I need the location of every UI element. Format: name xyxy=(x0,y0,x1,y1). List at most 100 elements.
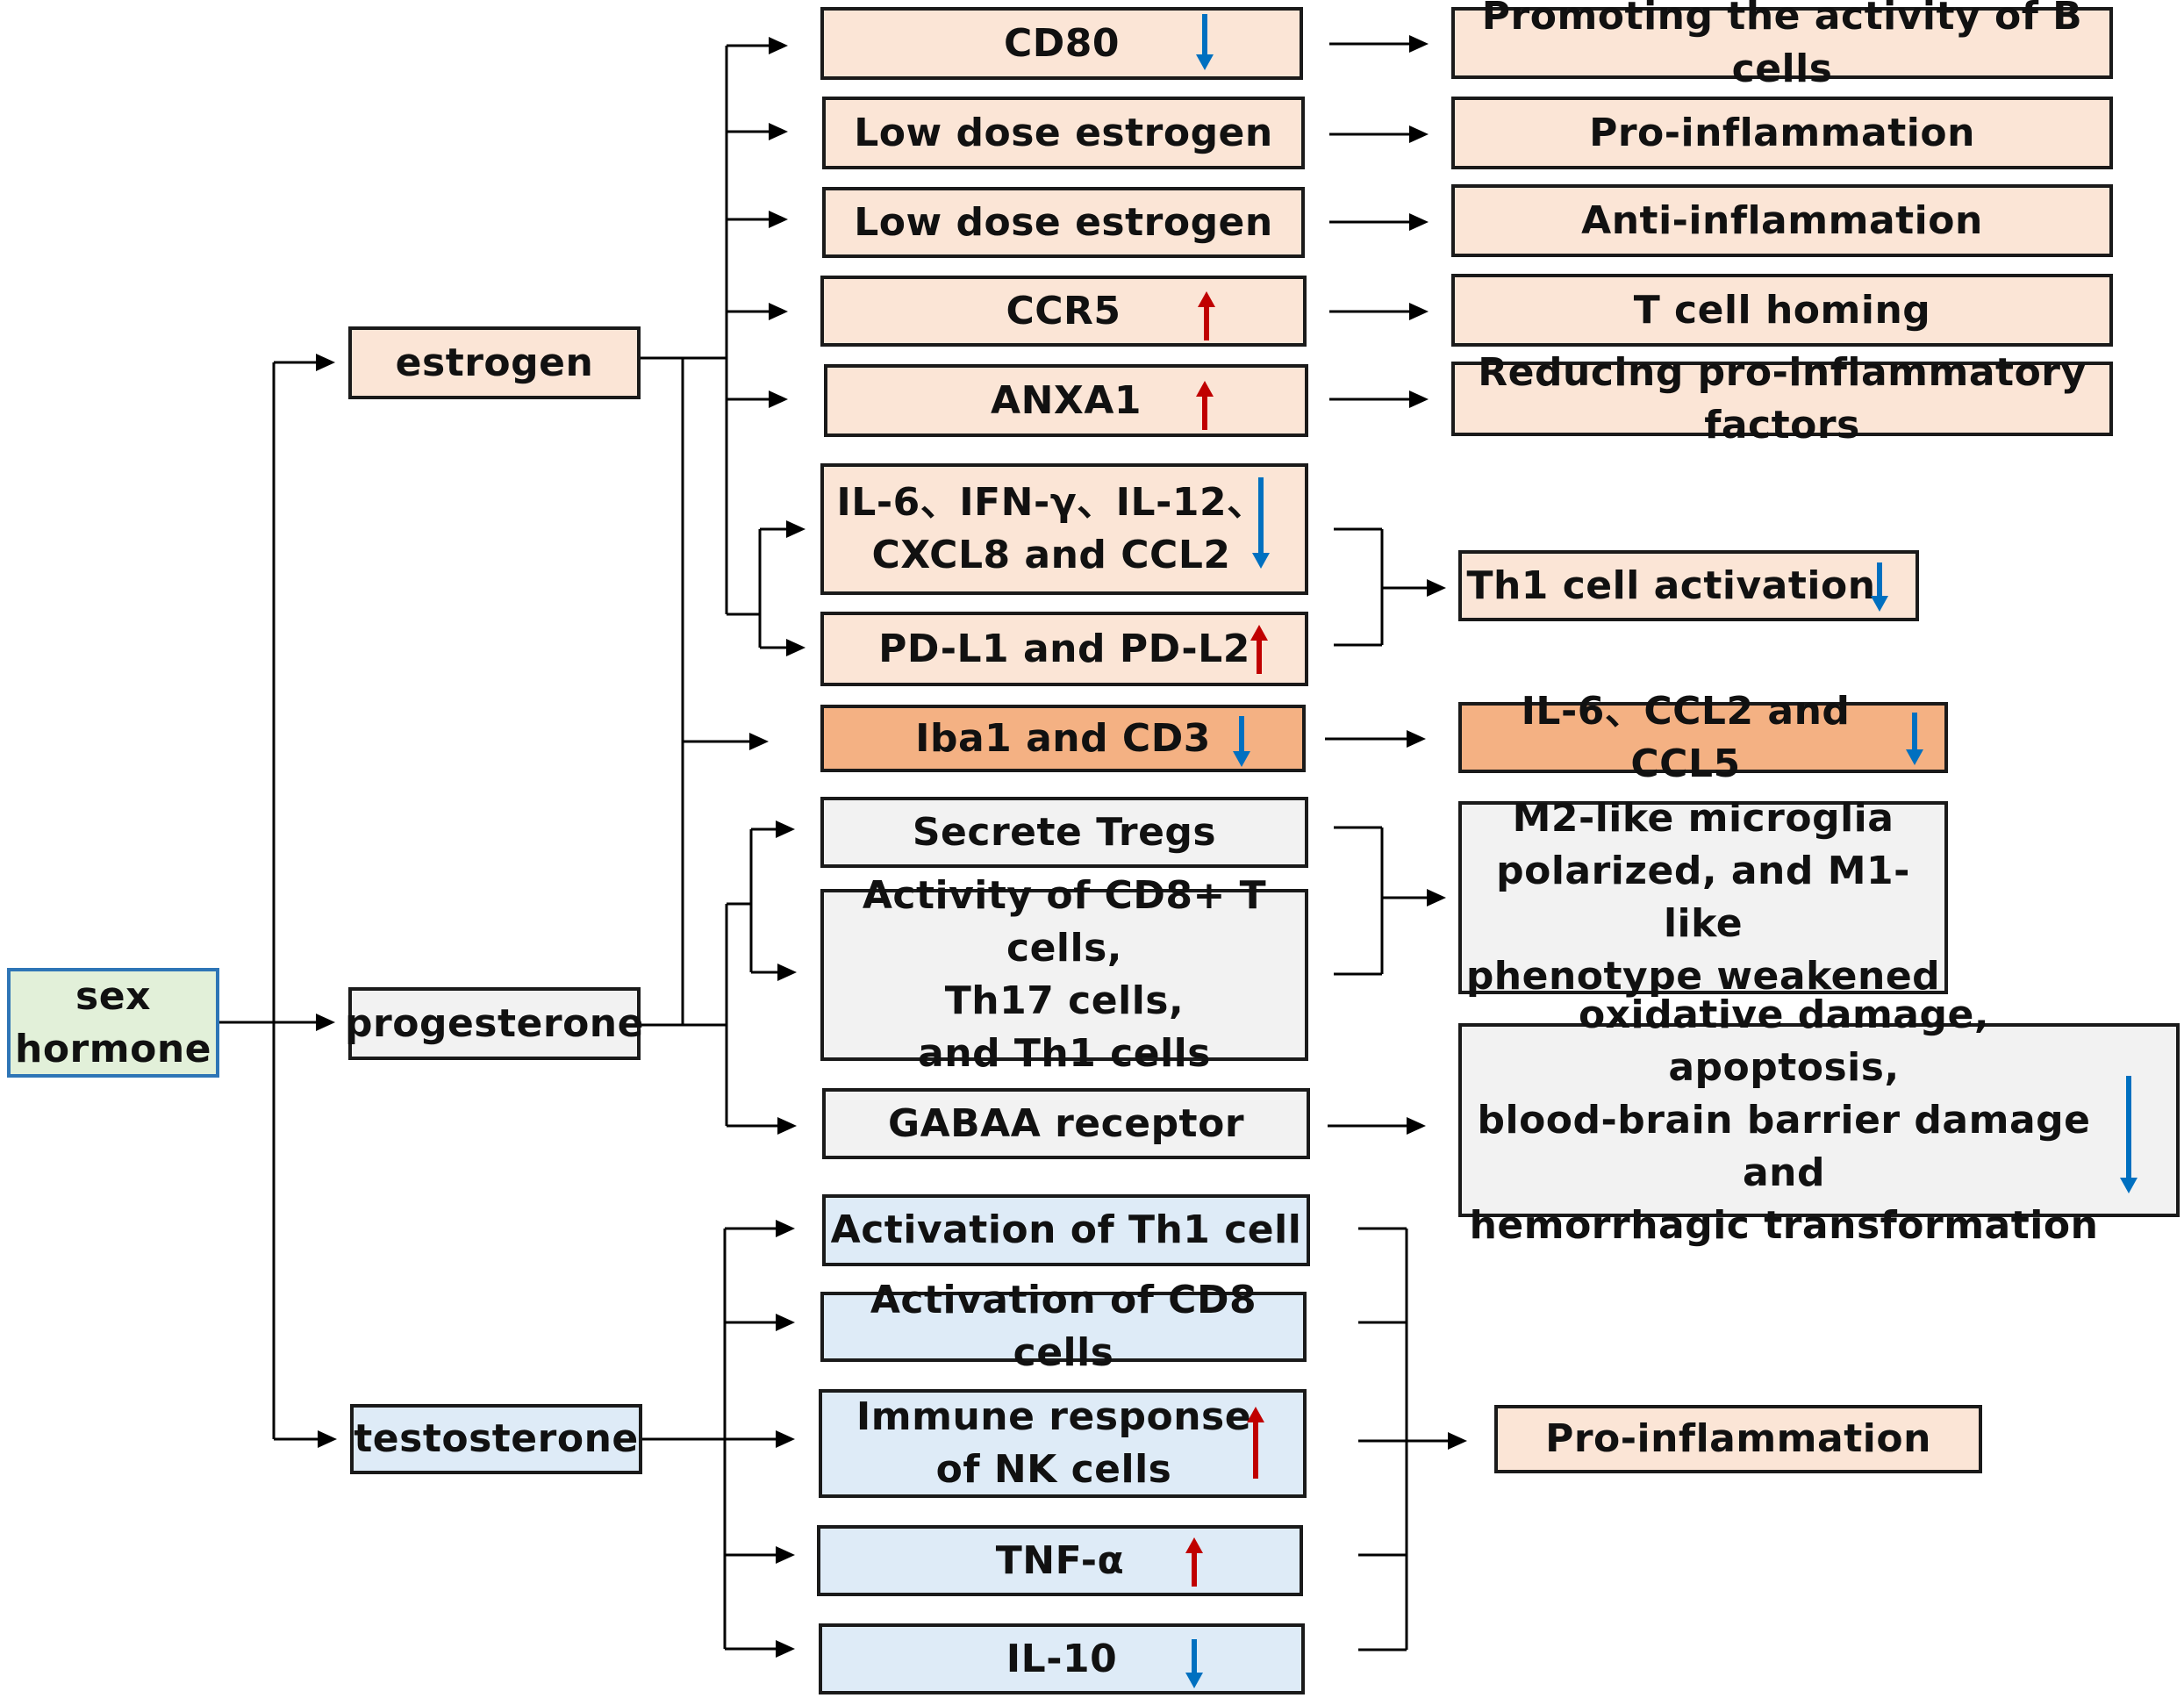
th1-activation-box: Activation of Th1 cell xyxy=(822,1194,1310,1266)
connector-arrowhead xyxy=(1407,730,1426,748)
up-arrow-icon xyxy=(1250,625,1268,674)
pd-l1-pd-l2-label: PD-L1 and PD-L2 xyxy=(878,626,1250,671)
pro-inflammation-box: Pro-inflammation xyxy=(1451,97,2113,169)
gabaa-receptor-box: GABAA receptor xyxy=(822,1088,1310,1159)
down-arrow-icon xyxy=(1233,716,1250,767)
cytokines-box: IL-6、IFN-γ、IL-12、 CXCL8 and CCL2 xyxy=(820,463,1308,595)
th1-cell-activation-box: Th1 cell activation xyxy=(1458,550,1919,621)
connector-arrowhead xyxy=(769,211,788,228)
down-arrow-icon xyxy=(1185,1639,1203,1688)
reducing-pro-inflammatory-box: Reducing pro-inflammatory factors xyxy=(1451,350,2113,448)
connector-arrowhead xyxy=(318,1430,337,1448)
cd8-activation-box: Activation of CD8 cells xyxy=(820,1278,1307,1375)
testosterone-pro-inflammation-label: Pro-inflammation xyxy=(1545,1416,1931,1461)
up-arrow-icon xyxy=(1196,381,1214,430)
anti-inflammation-box: Anti-inflammation xyxy=(1451,184,2113,257)
cd8-th17-th1-activity-box: Activity of CD8+ T cells, Th17 cells, an… xyxy=(820,873,1308,1076)
connector-arrowhead xyxy=(316,1014,335,1031)
progesterone-label: progesterone xyxy=(345,1000,644,1046)
estrogen-label: estrogen xyxy=(395,340,594,385)
connector-arrowhead xyxy=(769,123,788,140)
cytokines-label: IL-6、IFN-γ、IL-12、 CXCL8 and CCL2 xyxy=(836,480,1266,577)
anxa1-label: ANXA1 xyxy=(991,377,1142,423)
connector-arrowhead xyxy=(777,964,797,981)
up-arrow-icon xyxy=(1185,1537,1203,1587)
pro-inflammation-label: Pro-inflammation xyxy=(1589,110,1975,155)
testosterone-label: testosterone xyxy=(354,1416,639,1461)
secrete-tregs-label: Secrete Tregs xyxy=(912,809,1217,855)
secrete-tregs-box: Secrete Tregs xyxy=(820,797,1308,868)
down-arrow-icon xyxy=(1906,713,1923,765)
ccr5-box: CCR5 xyxy=(820,276,1307,347)
il-10-label: IL-10 xyxy=(1006,1636,1118,1681)
il6-ccl2-ccl5-label: IL-6、CCL2 and CCL5 xyxy=(1521,688,1851,786)
t-cell-homing-label: T cell homing xyxy=(1633,287,1931,333)
cd8-activation-label: Activation of CD8 cells xyxy=(870,1278,1257,1375)
connector-arrowhead xyxy=(769,303,788,320)
connector-arrowhead xyxy=(786,520,806,538)
sex-hormone-box: sex hormone xyxy=(7,968,219,1078)
cd80-label: CD80 xyxy=(1003,20,1121,66)
estrogen-box: estrogen xyxy=(348,326,641,399)
microglia-polarization-label: M2-like microglia polarized, and M1-like… xyxy=(1465,796,1941,999)
reducing-pro-inflammatory-label: Reducing pro-inflammatory factors xyxy=(1478,349,2087,448)
down-arrow-icon xyxy=(1196,14,1214,70)
connector-arrowhead xyxy=(776,1220,795,1237)
connector-arrowhead xyxy=(316,354,335,371)
progesterone-box: progesterone xyxy=(345,987,644,1060)
microglia-polarization-box: M2-like microglia polarized, and M1-like… xyxy=(1458,796,1948,999)
up-arrow-icon xyxy=(1198,291,1215,340)
connector-arrowhead xyxy=(769,37,788,54)
sex-hormone-label: sex hormone xyxy=(15,973,211,1071)
cd80-box: CD80 xyxy=(820,7,1303,80)
connector-arrowhead xyxy=(769,390,788,408)
low-dose-estrogen-label-1: Low dose estrogen xyxy=(854,110,1273,155)
cd8-th17-th1-activity-label: Activity of CD8+ T cells, Th17 cells, an… xyxy=(862,873,1267,1076)
down-arrow-icon xyxy=(1252,477,1270,569)
testosterone-box: testosterone xyxy=(350,1404,642,1474)
iba1-cd3-box: Iba1 and CD3 xyxy=(820,705,1306,772)
up-arrow-icon xyxy=(1247,1407,1264,1479)
anti-inflammation-label: Anti-inflammation xyxy=(1581,197,1983,243)
down-arrow-icon xyxy=(2120,1076,2137,1193)
th1-cell-activation-label: Th1 cell activation xyxy=(1466,562,1876,608)
connector-arrowhead xyxy=(776,1640,795,1658)
t-cell-homing-box: T cell homing xyxy=(1451,274,2113,347)
low-dose-estrogen-label-2: Low dose estrogen xyxy=(854,199,1273,245)
connector-arrowhead xyxy=(1407,1117,1426,1135)
b-cell-activity-label: Promoting the activity of B cells xyxy=(1481,0,2083,91)
connector-arrowhead xyxy=(749,733,769,750)
low-dose-estrogen-box-2: Low dose estrogen xyxy=(822,187,1305,258)
connector-arrowhead xyxy=(1427,889,1446,906)
connector-arrowhead xyxy=(776,1314,795,1331)
ccr5-label: CCR5 xyxy=(1006,288,1121,333)
connector-arrowhead xyxy=(1427,579,1446,597)
connector-arrowhead xyxy=(1409,390,1429,408)
il6-ccl2-ccl5-box: IL-6、CCL2 and CCL5 xyxy=(1458,689,1948,786)
iba1-cd3-label: Iba1 and CD3 xyxy=(915,715,1211,761)
connector-arrowhead xyxy=(1409,213,1429,231)
testosterone-pro-inflammation-box: Pro-inflammation xyxy=(1494,1405,1982,1473)
connector-arrowhead xyxy=(1409,303,1429,320)
connector-arrowhead xyxy=(1448,1432,1467,1450)
tnf-alpha-label: TNF-α xyxy=(995,1537,1125,1583)
connector-arrowhead xyxy=(776,820,795,838)
connector-arrowhead xyxy=(777,1117,797,1135)
nk-immune-response-box: Immune response of NK cells xyxy=(819,1389,1307,1498)
th1-activation-label: Activation of Th1 cell xyxy=(830,1207,1302,1252)
tnf-alpha-box: TNF-α xyxy=(817,1525,1303,1596)
connector-arrowhead xyxy=(776,1430,795,1448)
oxidative-damage-label: oxidative damage, apoptosis, blood-brain… xyxy=(1469,992,2099,1248)
pd-l1-pd-l2-box: PD-L1 and PD-L2 xyxy=(820,612,1308,686)
connector-arrowhead xyxy=(1409,35,1429,53)
down-arrow-icon xyxy=(1871,562,1888,612)
oxidative-damage-box: oxidative damage, apoptosis, blood-brain… xyxy=(1458,992,2180,1248)
low-dose-estrogen-box-1: Low dose estrogen xyxy=(822,97,1305,169)
il-10-box: IL-10 xyxy=(819,1623,1305,1694)
anxa1-box: ANXA1 xyxy=(824,364,1308,437)
gabaa-receptor-label: GABAA receptor xyxy=(887,1100,1245,1146)
nk-immune-response-label: Immune response of NK cells xyxy=(856,1394,1252,1492)
b-cell-activity-box: Promoting the activity of B cells xyxy=(1451,0,2113,91)
